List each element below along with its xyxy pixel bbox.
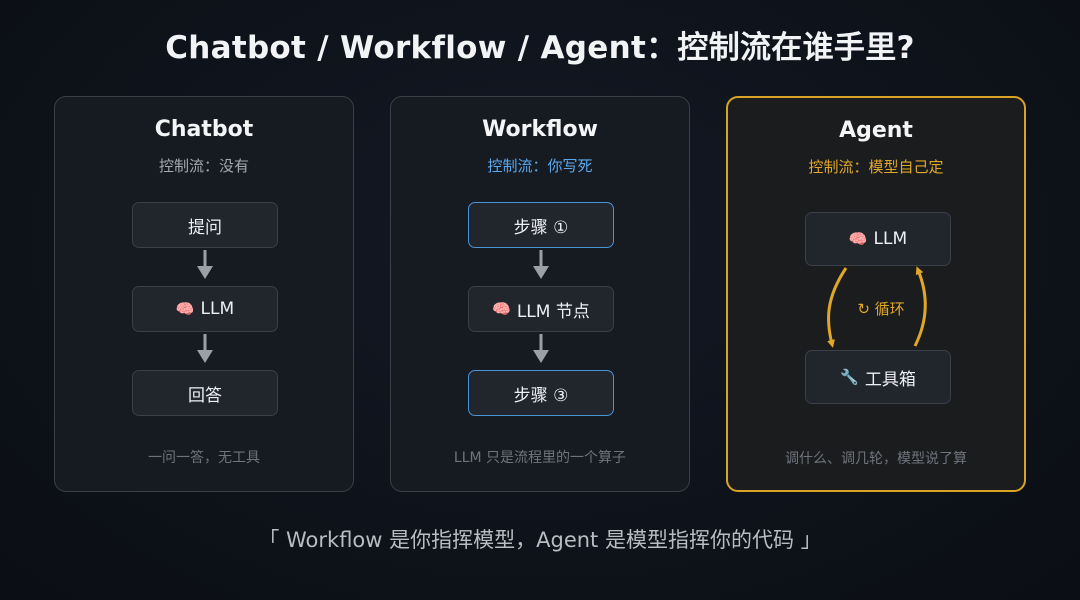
card-footer: 一问一答，无工具 [148, 450, 260, 466]
node-label: LLM [200, 299, 235, 319]
card-agent: Agent 控制流：模型自己定 🧠 LLM ↻ 循环 🔧 工具箱 调什么、调几轮… [726, 96, 1026, 492]
node-label: 回答 [188, 385, 222, 406]
node-label: 步骤 ① [513, 217, 569, 238]
card-title: Chatbot [154, 117, 254, 142]
brain-icon: 🧠 [492, 300, 511, 318]
node-label: LLM 节点 [516, 301, 590, 322]
arrow-down-icon [197, 250, 213, 279]
bottom-quote: 「 Workflow 是你指挥模型，Agent 是模型指挥你的代码 」 [258, 528, 822, 552]
node-toolbox: 🔧 工具箱 [805, 350, 951, 404]
card-subtitle: 控制流：模型自己定 [808, 158, 944, 176]
node-label: 工具箱 [864, 369, 916, 390]
node-question: 提问 [132, 202, 278, 248]
loop-label-text: 循环 [874, 300, 905, 318]
loop-arrow-up [913, 266, 927, 347]
card-subtitle: 控制流：没有 [158, 157, 249, 175]
card-subtitle: 控制流：你写死 [487, 157, 593, 175]
loop-arrow-down [827, 267, 848, 348]
card-title: Agent [839, 118, 913, 143]
node-step-3: 步骤 ③ [468, 370, 614, 416]
node-label: 提问 [188, 217, 222, 238]
arrow-down-icon [533, 334, 549, 363]
page-title: Chatbot / Workflow / Agent：控制流在谁手里? [165, 30, 915, 66]
node-llm: 🧠 LLM [132, 286, 278, 332]
brain-icon: 🧠 [848, 230, 868, 248]
node-llm-node: 🧠 LLM 节点 [468, 286, 614, 332]
card-title: Workflow [482, 117, 598, 142]
card-footer: 调什么、调几轮，模型说了算 [785, 451, 967, 467]
card-footer: LLM 只是流程里的一个算子 [453, 450, 627, 466]
wrench-icon: 🔧 [840, 368, 859, 386]
node-label: LLM [873, 229, 908, 249]
brain-icon: 🧠 [175, 300, 195, 318]
arrow-down-icon [533, 250, 549, 279]
loop-label: ↻ 循环 [846, 298, 916, 319]
loop-icon: ↻ [857, 300, 870, 318]
node-llm: 🧠 LLM [805, 212, 951, 266]
node-label: 步骤 ③ [513, 385, 569, 406]
node-answer: 回答 [132, 370, 278, 416]
node-step-1: 步骤 ① [468, 202, 614, 248]
card-chatbot: Chatbot 控制流：没有 提问 🧠 LLM 回答 一问一答，无工具 [54, 96, 354, 492]
arrow-down-icon [197, 334, 213, 363]
card-workflow: Workflow 控制流：你写死 步骤 ① 🧠 LLM 节点 步骤 ③ LLM … [390, 96, 690, 492]
